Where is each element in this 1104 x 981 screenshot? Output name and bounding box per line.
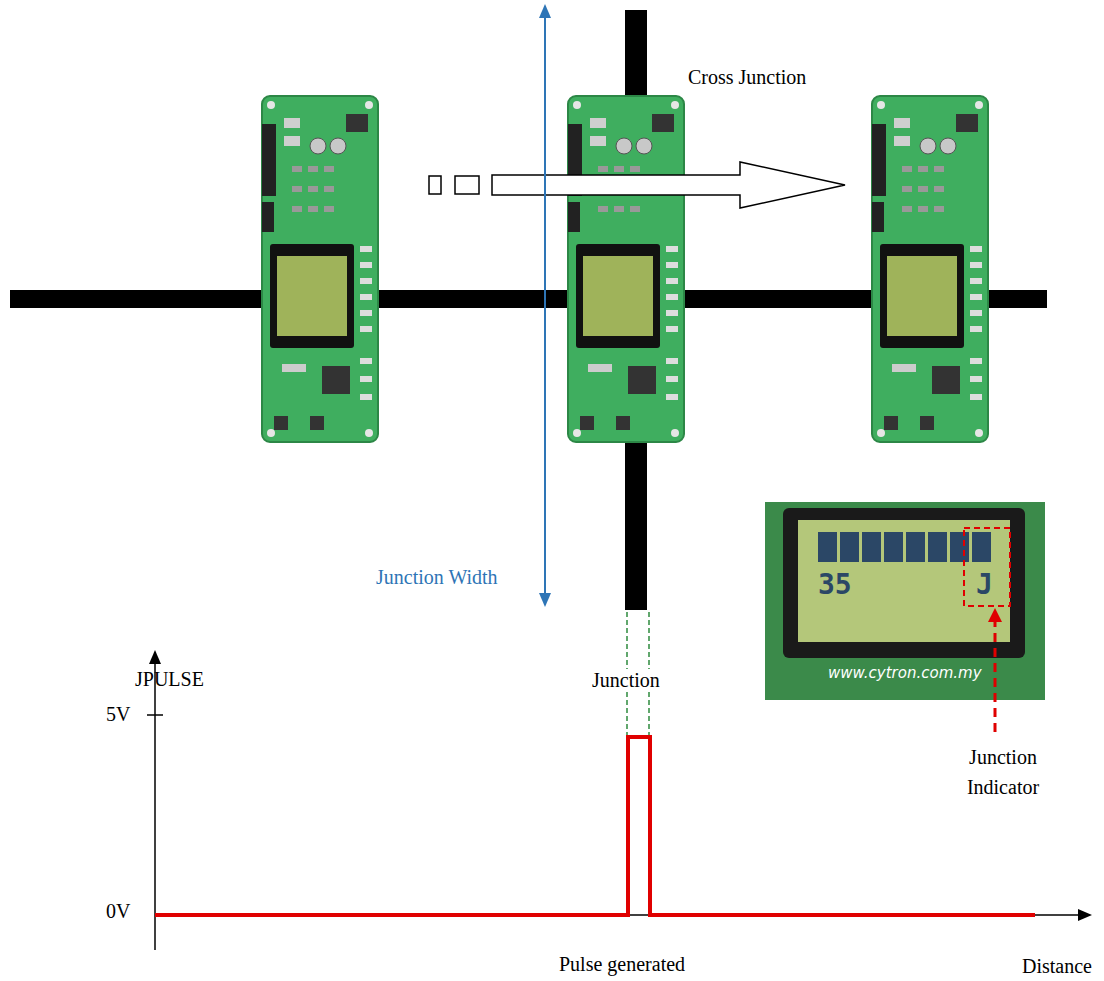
axis-note: Pulse generated: [559, 953, 685, 976]
lcd-indicator: J: [976, 568, 993, 601]
callout-label: Junction Indicator: [948, 742, 1058, 802]
signal-name: JPULSE: [135, 668, 204, 691]
voltage-label: 0V: [106, 900, 130, 923]
junction-label: Junction: [589, 669, 663, 692]
lcd-reading: 35: [818, 568, 852, 601]
axis-label: Distance: [1022, 955, 1092, 978]
voltage-label: 5V: [106, 703, 130, 726]
dimension-label: Junction Width: [376, 566, 498, 589]
heading-label: Cross Junction: [688, 66, 806, 89]
website-text: www.cytron.com.my: [828, 664, 982, 682]
